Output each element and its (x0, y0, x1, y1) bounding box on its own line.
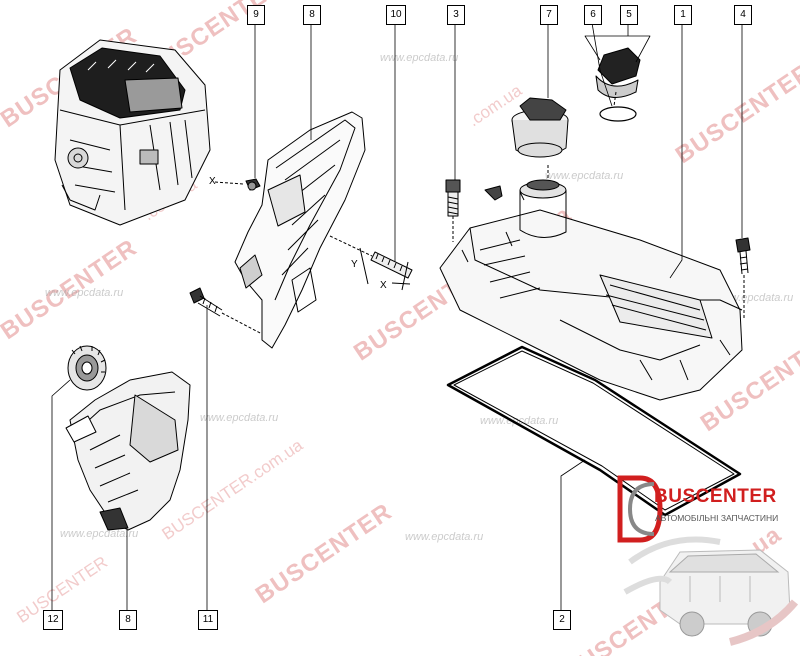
callout-12: 12 (43, 610, 63, 630)
part-12-pulley (67, 345, 107, 391)
callout-5: 5 (620, 5, 638, 25)
callout-3: 3 (447, 5, 465, 25)
logo-subtitle: АВТОМОБІЛЬНІ ЗАПЧАСТИНИ (655, 513, 779, 523)
part-3-stud (445, 179, 461, 242)
buscenter-logo: BUSCENTER АВТОМОБІЛЬНІ ЗАПЧАСТИНИ (610, 472, 800, 656)
part-2-gasket (446, 345, 742, 517)
callout-9: 9 (247, 5, 265, 25)
part-7-oil-cap (511, 97, 569, 180)
engine-illustration (54, 39, 211, 226)
logo-mark-icon (617, 475, 799, 646)
part-8-upper-belt-cover (234, 111, 366, 349)
part-11-bolt (189, 287, 263, 335)
callout-6: 6 (584, 5, 602, 25)
part-8-lower-belt-cover (65, 371, 191, 531)
part-1-rocker-cover (439, 179, 743, 401)
callout-1: 1 (674, 5, 692, 25)
callout-11: 11 (198, 610, 218, 630)
part-4-bolt (735, 237, 751, 318)
callout-8: 8 (303, 5, 321, 25)
callout-2: 2 (553, 610, 571, 630)
callout-8: 8 (119, 610, 137, 630)
logo-title: BUSCENTER (654, 486, 777, 507)
callout-10: 10 (386, 5, 406, 25)
callout-7: 7 (540, 5, 558, 25)
part-5-6-plug-seal (595, 47, 641, 122)
part-10-stud (329, 235, 413, 291)
leader-lines (51, 22, 743, 610)
part-9-grommet (214, 178, 261, 191)
callout-4: 4 (734, 5, 752, 25)
